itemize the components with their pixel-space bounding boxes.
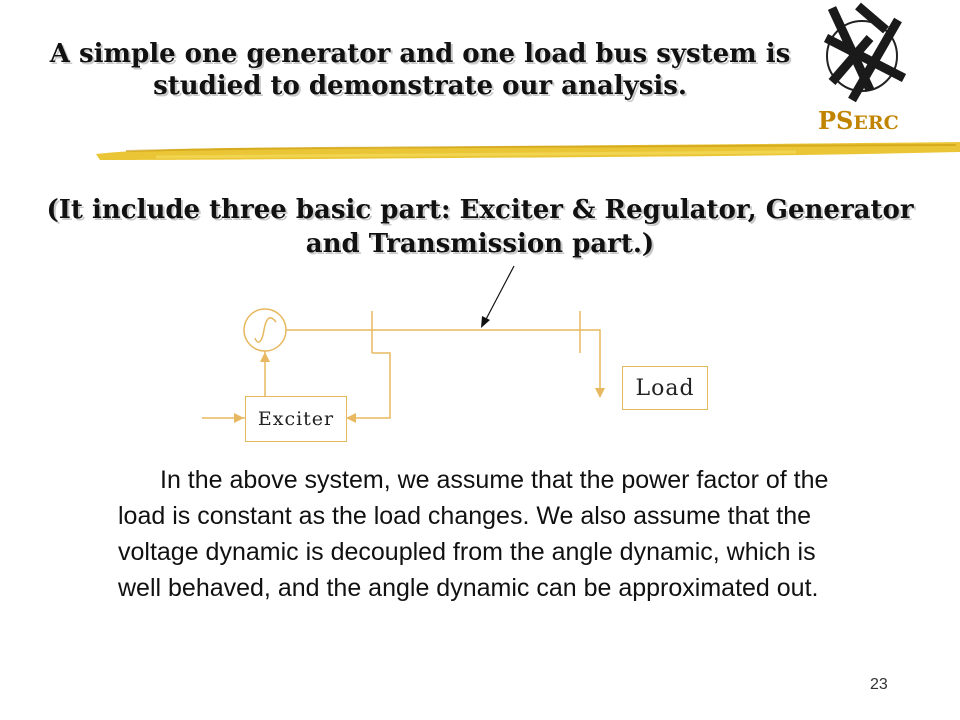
slide-subtitle: (It include three basic part: Exciter & …	[46, 195, 914, 259]
pointer-arrow	[482, 265, 515, 326]
body-text: In the above system, we assume that the …	[118, 466, 829, 602]
brush-stroke-divider	[96, 142, 960, 160]
pserc-logo-icon	[823, 2, 907, 103]
generator-icon	[243, 308, 287, 352]
body-paragraph: In the above system, we assume that the …	[118, 462, 858, 606]
exciter-box: Exciter	[245, 396, 347, 442]
page-number: 23	[870, 676, 888, 693]
pserc-logo-text: PSERC	[818, 106, 899, 135]
slide-title: A simple one generator and one load bus …	[49, 39, 791, 101]
load-box: Load	[622, 366, 708, 410]
